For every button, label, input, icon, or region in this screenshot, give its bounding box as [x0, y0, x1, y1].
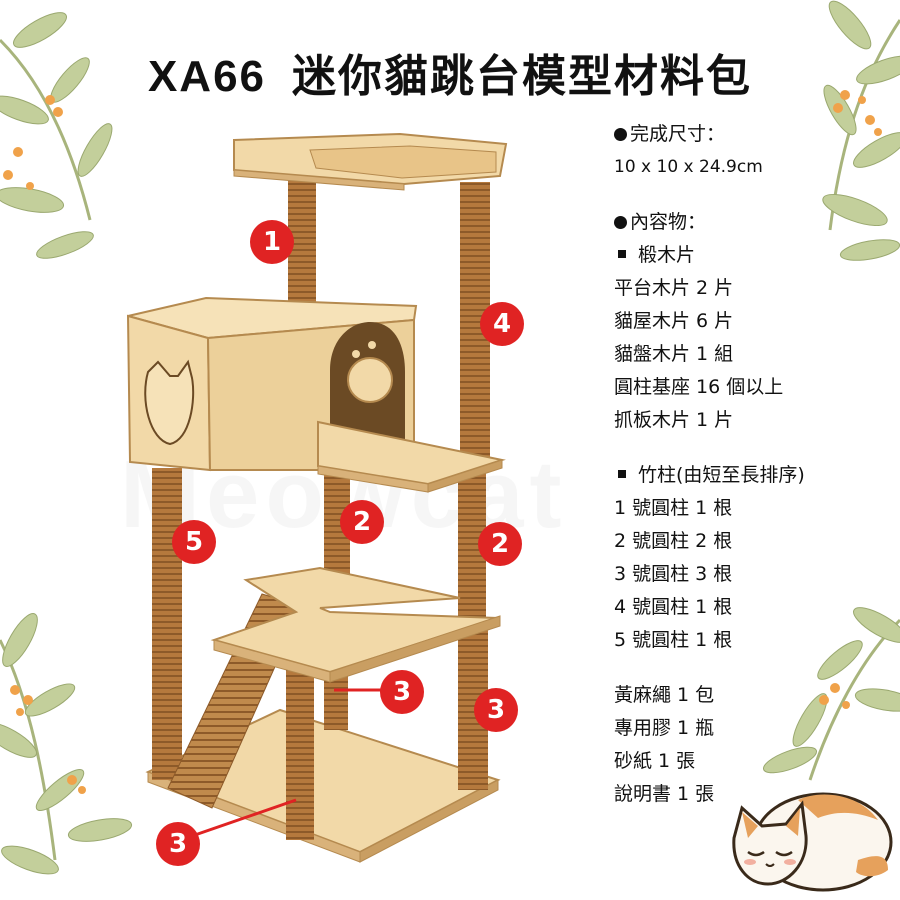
list-item: 專用膠 1 瓶 — [614, 717, 715, 739]
size-heading-row: 完成尺寸： — [614, 118, 894, 151]
berries-top-left — [3, 95, 63, 190]
spec-list: 完成尺寸： 10 x 10 x 24.9cm 內容物： 椴木片 平台木片 2 片… — [614, 118, 894, 811]
bullet-square-icon — [618, 250, 626, 258]
list-item: 說明書 1 張 — [614, 783, 715, 805]
leaf-branch-bottom-left — [0, 613, 133, 875]
product-name: 迷你貓跳台模型材料包 — [292, 51, 753, 102]
bullet-square-icon — [618, 470, 626, 478]
pillar-group-heading-row: 竹柱(由短至長排序) — [614, 459, 894, 492]
leaf-branch-top-left — [0, 12, 113, 259]
middle-platform — [317, 420, 506, 493]
contents-heading: 內容物： — [630, 211, 707, 233]
lower-platform — [210, 566, 501, 683]
pillar-3-front — [286, 670, 314, 840]
list-item: 3 號圓柱 3 根 — [614, 563, 733, 585]
pillar-5 — [152, 468, 182, 780]
list-item: 圓柱基座 16 個以上 — [614, 376, 784, 398]
list-item: 貓盤木片 1 組 — [614, 343, 734, 365]
wood-group-heading: 椴木片 — [638, 244, 696, 266]
pillar-label-1: 1 — [250, 220, 294, 264]
list-item: 4 號圓柱 1 根 — [614, 596, 733, 618]
product-code: XA66 — [147, 52, 267, 101]
pillar-group-heading: 竹柱(由短至長排序) — [638, 464, 805, 486]
size-heading: 完成尺寸： — [630, 123, 726, 145]
list-item: 黃麻繩 1 包 — [614, 684, 715, 706]
pillar-label-3-right: 3 — [474, 688, 518, 732]
top-bed — [233, 132, 508, 191]
cat-house — [126, 296, 418, 472]
list-item: 1 號圓柱 1 根 — [614, 497, 733, 519]
list-item: 5 號圓柱 1 根 — [614, 629, 733, 651]
list-item: 砂紙 1 張 — [614, 750, 696, 772]
size-value: 10 x 10 x 24.9cm — [614, 157, 763, 177]
pillar-label-2-right: 2 — [478, 522, 522, 566]
contents-heading-row: 內容物： — [614, 206, 894, 239]
pillar-label-5: 5 — [172, 520, 216, 564]
pillar-label-3-front: 3 — [156, 822, 200, 866]
list-item: 貓屋木片 6 片 — [614, 310, 734, 332]
cat-face-cutout — [144, 359, 195, 446]
pillar-label-3-middle: 3 — [380, 670, 424, 714]
berries-top-right — [833, 90, 882, 136]
pillar-label-2-middle: 2 — [340, 500, 384, 544]
sleeping-cat-mascot — [732, 792, 893, 892]
page-title: XA66 迷你貓跳台模型材料包 — [0, 40, 900, 104]
berries-bottom-left — [10, 685, 86, 794]
pointer-lines — [191, 688, 386, 838]
bullet-dot-icon — [614, 216, 627, 229]
pillar-label-4: 4 — [480, 302, 524, 346]
list-item: 2 號圓柱 2 根 — [614, 530, 733, 552]
bullet-dot-icon — [614, 128, 627, 141]
list-item: 平台木片 2 片 — [614, 277, 734, 299]
wood-group-heading-row: 椴木片 — [614, 239, 894, 272]
list-item: 抓板木片 1 片 — [614, 409, 734, 431]
